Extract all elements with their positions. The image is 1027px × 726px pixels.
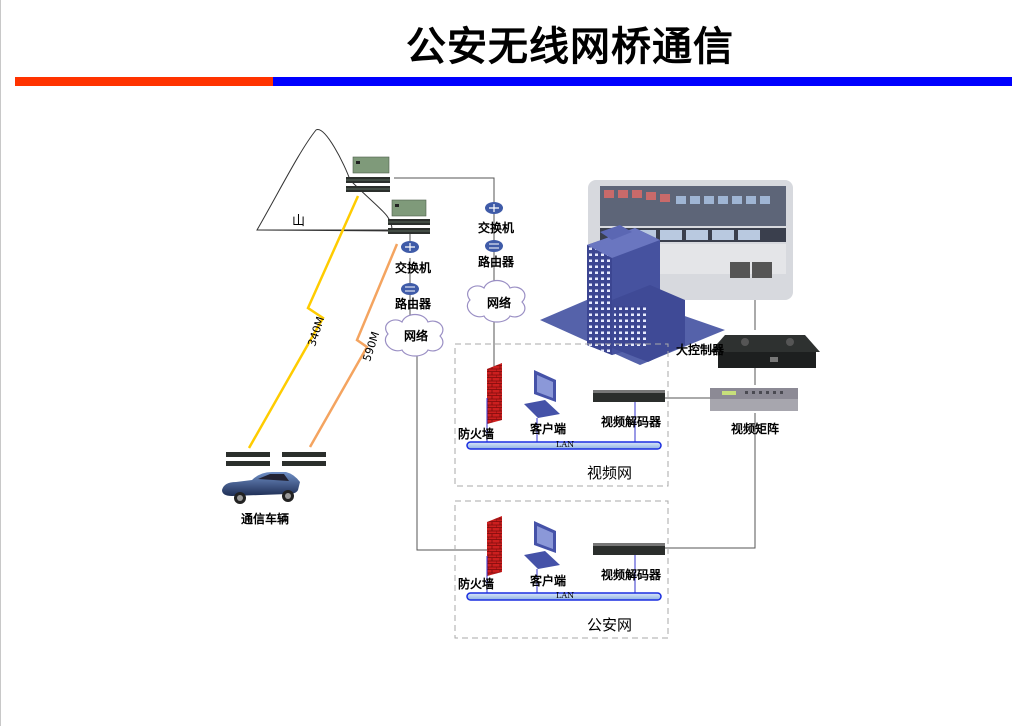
decoder-label: 视频解码器 <box>601 568 662 582</box>
vehicle-radio-right <box>282 452 326 466</box>
lan-label: LAN <box>556 440 575 449</box>
zone-video-net <box>454 343 669 487</box>
title-bar-blue <box>273 77 1012 86</box>
title-bar-red <box>15 77 273 86</box>
vehicle-radio-left <box>226 452 270 466</box>
police-net-label: 公安网 <box>587 616 633 634</box>
switch-label: 交换机 <box>395 261 432 275</box>
controller-device <box>710 335 820 368</box>
firewall-icon <box>486 516 502 595</box>
wireless-link-590m <box>308 243 399 448</box>
lan-bus <box>466 592 662 601</box>
network-cloud-label: 网络 <box>404 329 429 343</box>
cloud-icon <box>466 279 526 323</box>
control-room-photo <box>588 180 793 300</box>
mountain <box>256 129 393 232</box>
decoder-label: 视频解码器 <box>601 415 662 429</box>
controller-label: 大控制器 <box>676 343 725 357</box>
lan-label: LAN <box>556 591 575 600</box>
switch-icon <box>401 241 419 253</box>
mountain-label: 山 <box>292 214 306 229</box>
zone-police-net <box>454 500 669 639</box>
router-label: 路由器 <box>395 297 432 311</box>
car-icon <box>222 472 300 504</box>
video-decoder-device <box>593 390 665 444</box>
router-icon <box>401 283 419 295</box>
cloud-icon <box>384 313 444 357</box>
lan-bus <box>466 441 662 450</box>
client-label: 客户端 <box>530 422 567 436</box>
switch-label: 交换机 <box>478 221 515 235</box>
firewall-label: 防火墙 <box>458 577 495 591</box>
router-label: 路由器 <box>478 255 515 269</box>
radio-bridge-top <box>346 156 390 192</box>
radio-bridge-second <box>388 199 430 234</box>
wireless-link-340m <box>247 195 360 449</box>
video-net-label: 视频网 <box>587 464 633 482</box>
firewall-icon <box>486 363 502 444</box>
building-icon <box>540 225 725 365</box>
cables <box>394 177 756 551</box>
client-label: 客户端 <box>530 574 567 588</box>
video-matrix-label: 视频矩阵 <box>731 422 780 436</box>
video-decoder-device <box>593 543 665 595</box>
video-matrix-device <box>710 388 798 411</box>
firewall-label: 防火墙 <box>458 427 495 441</box>
switch-icon <box>485 202 503 214</box>
slide-title: 公安无线网桥通信 <box>406 24 734 70</box>
slide-edge <box>0 0 1 726</box>
client-computer-icon <box>524 370 560 444</box>
vehicle-label: 通信车辆 <box>241 512 290 526</box>
client-computer-icon <box>524 521 560 595</box>
router-icon <box>485 240 503 252</box>
network-cloud-label: 网络 <box>487 296 512 310</box>
